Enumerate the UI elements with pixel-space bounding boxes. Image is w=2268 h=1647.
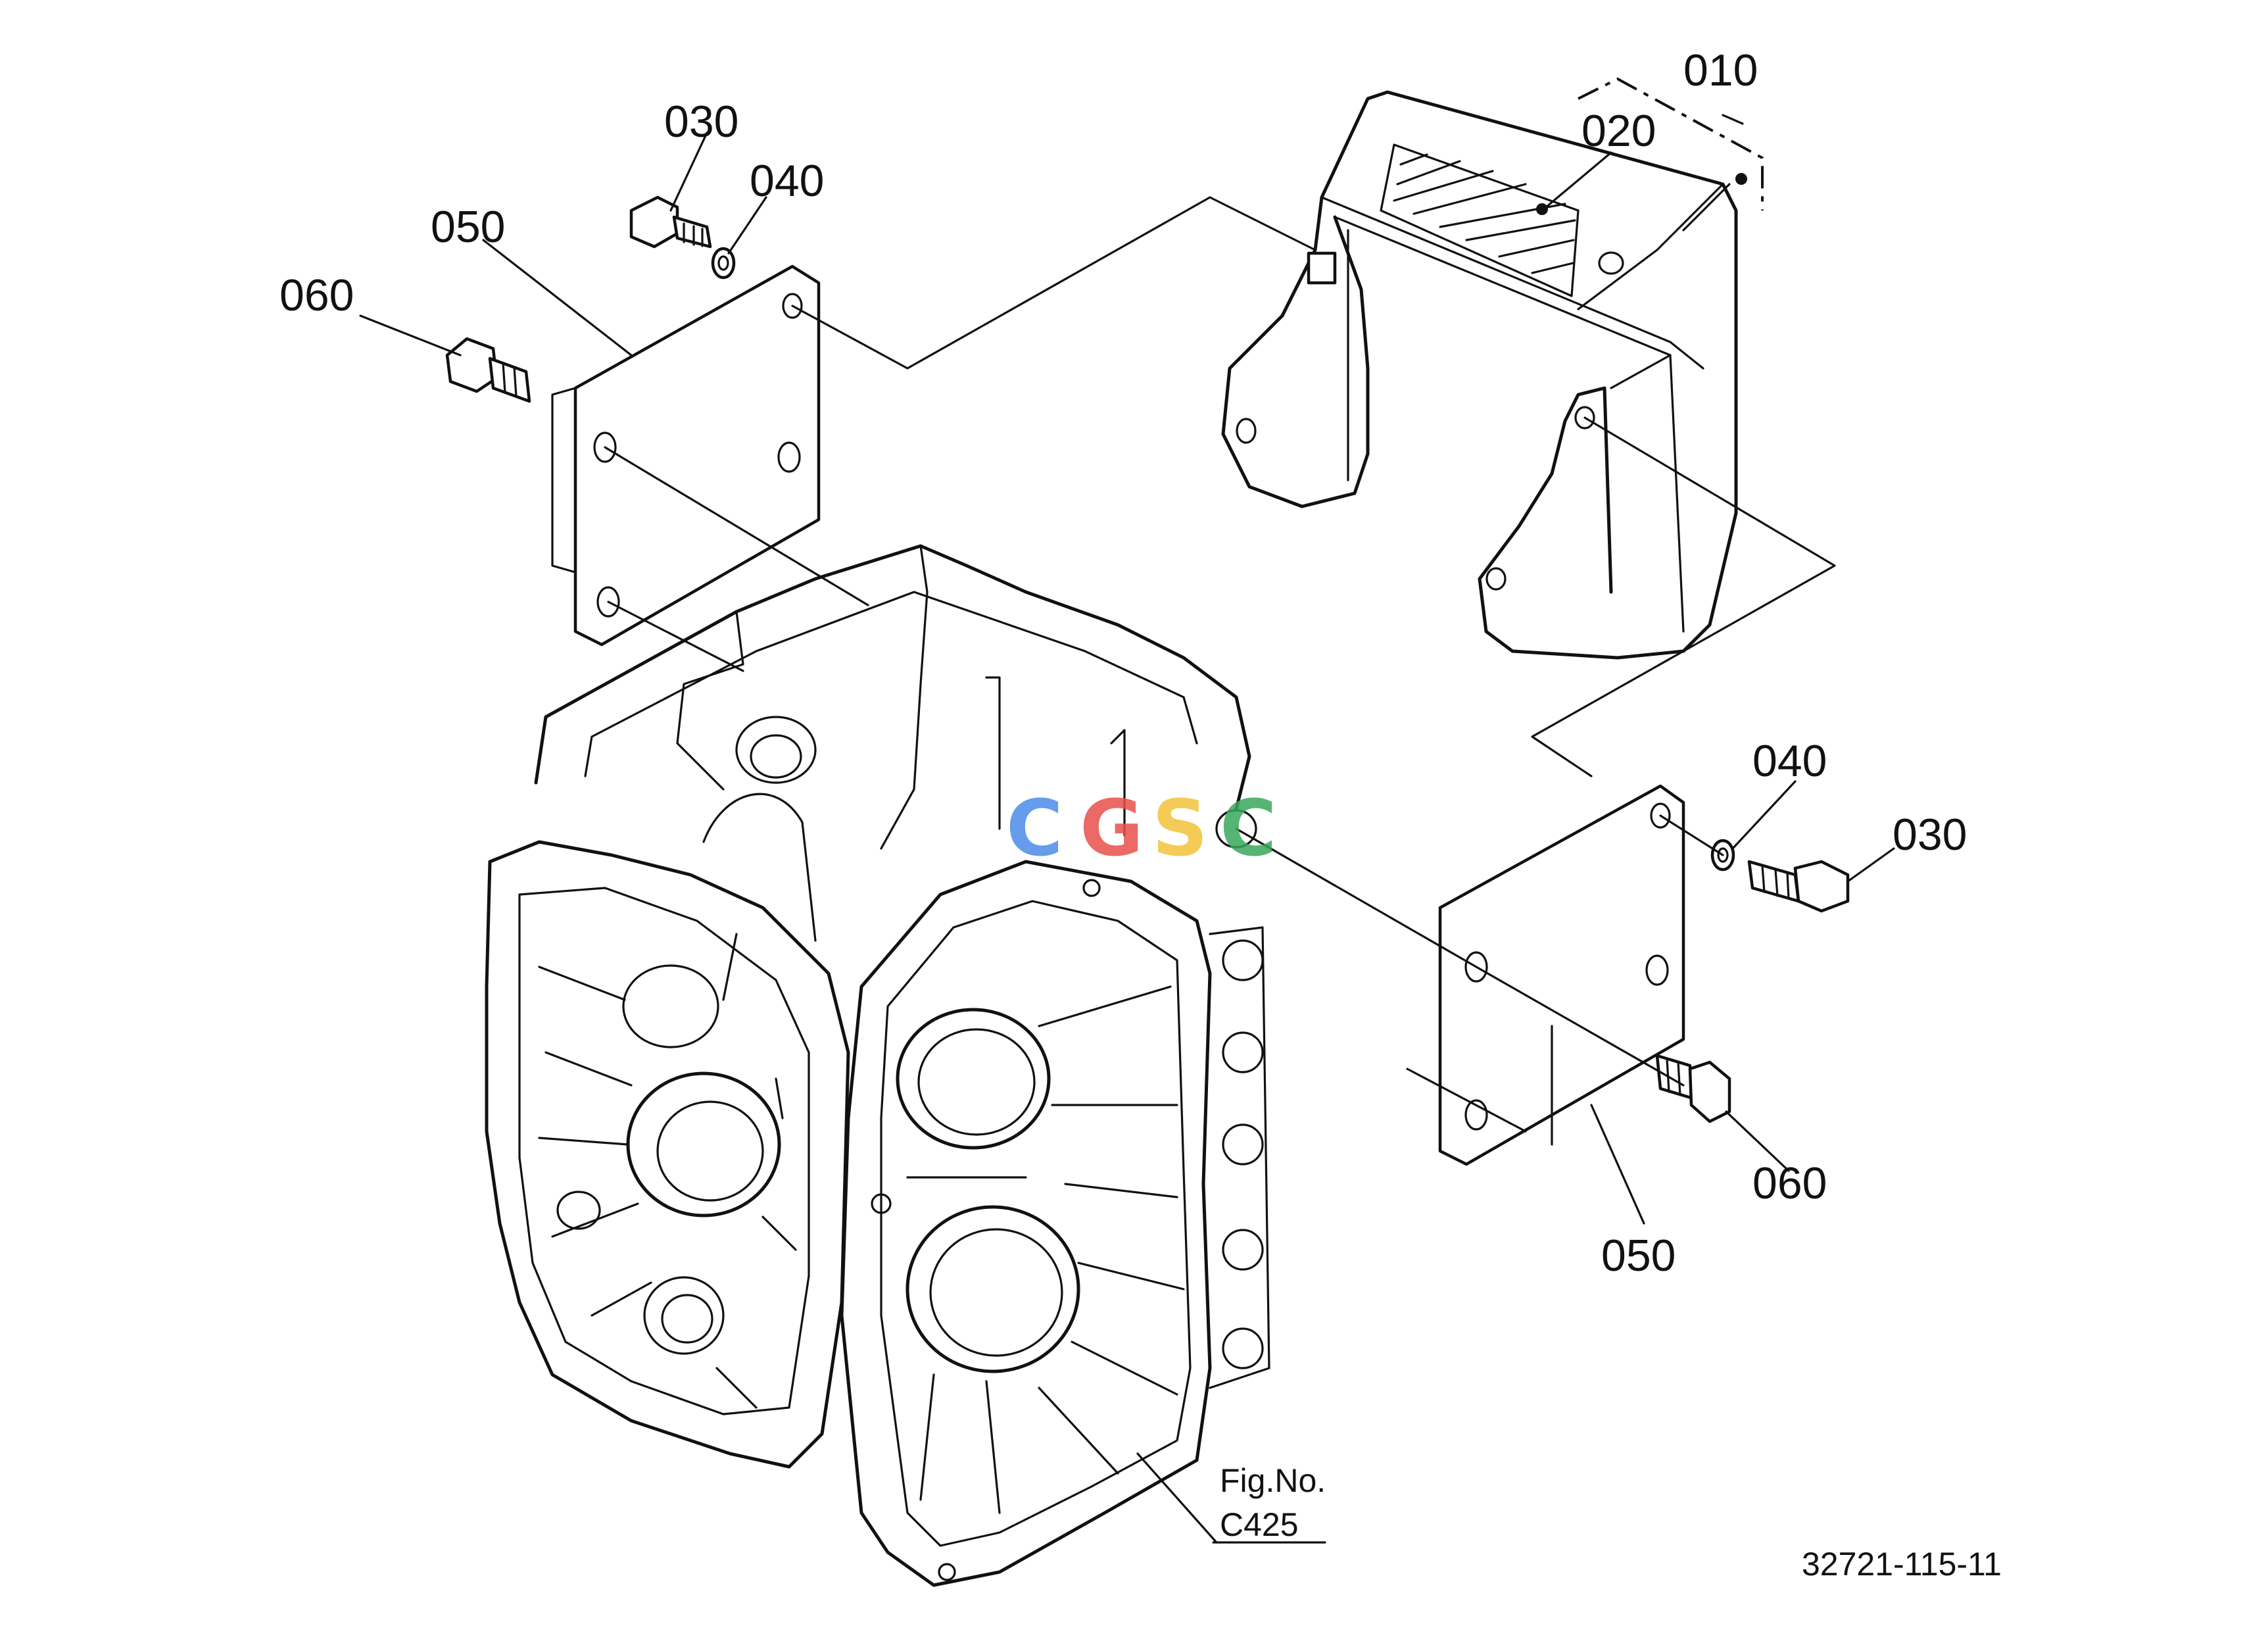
watermark-letter-s: S [1152,783,1208,873]
cover-plate-left [551,264,821,647]
callout-060-left: 060 [279,270,354,320]
watermark-letter-g: G [1080,783,1144,873]
watermark-letter-c1: C [1006,783,1063,873]
callout-050-right: 050 [1601,1231,1676,1281]
watermark-letter-c2: C [1220,783,1277,873]
callout-050-left: 050 [431,202,505,252]
washer-040-left [711,247,736,280]
figure-number-label: Fig.No. [1220,1462,1326,1499]
assembly-lines [604,196,1836,1133]
callout-030-left: 030 [664,97,738,147]
callout-020: 020 [1581,106,1656,156]
bolt-030-right [1747,860,1850,913]
bolt-030-left [629,195,712,249]
callout-leaders [359,114,1895,1544]
callout-030-right: 030 [1893,810,1967,860]
plug-060-left [445,337,531,403]
figure-number-value: C425 [1220,1506,1299,1543]
drawing-number: 32721-115-11 [1802,1546,2002,1583]
callout-040-left: 040 [750,156,824,206]
watermark-logo: C G S C [1006,783,1277,873]
label-plate-hatching [1393,153,1576,274]
bracket-010 [1221,77,1764,660]
callout-010: 010 [1683,45,1758,95]
transmission-case [485,544,1270,1587]
callout-060-right: 060 [1752,1158,1827,1208]
callout-040-right: 040 [1752,736,1827,786]
cover-plate-right [1438,784,1685,1166]
plug-060-right [1655,1054,1731,1123]
